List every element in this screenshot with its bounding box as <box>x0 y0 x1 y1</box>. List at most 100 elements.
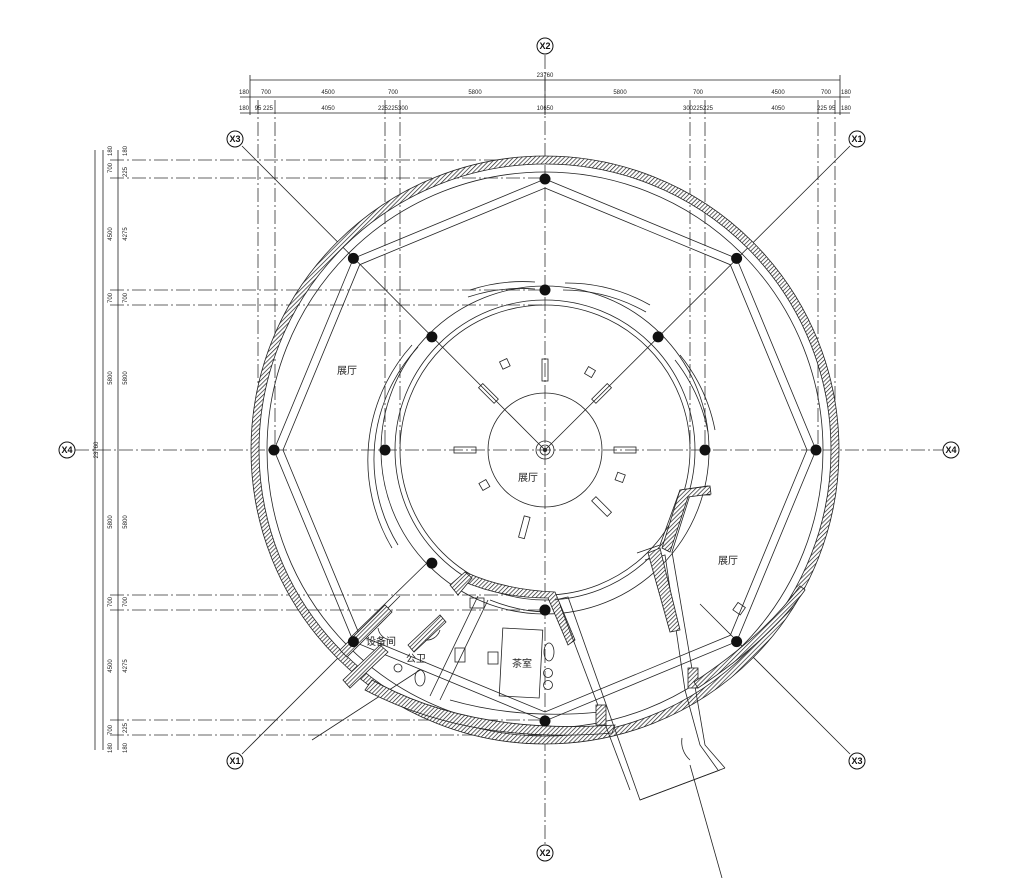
dim-label: 4050 <box>771 106 785 112</box>
dim-overall-height: 23760 <box>94 441 100 458</box>
svg-text:X3: X3 <box>229 134 240 144</box>
central-platform <box>487 392 603 508</box>
column <box>268 444 280 456</box>
column <box>347 252 359 264</box>
room-label-tea: 茶室 <box>512 657 532 670</box>
dim-label: 700 <box>108 724 114 735</box>
inner-octagon-offset <box>282 187 808 713</box>
dim-label: 700 <box>261 90 272 96</box>
dim-label: 225 <box>693 106 704 112</box>
column <box>347 636 359 648</box>
dim-label: 5800 <box>123 371 129 385</box>
entrance-line <box>689 764 723 878</box>
exhibit-object <box>499 358 511 370</box>
dim-label: 180 <box>841 90 852 96</box>
dim-label: 300 <box>398 106 409 112</box>
exhibit-stand <box>591 496 613 518</box>
axis-lines <box>75 55 945 878</box>
door-swing <box>377 627 393 641</box>
room-label-equipment: 设备间 <box>366 635 396 648</box>
column <box>426 557 438 569</box>
entrance-corridor <box>554 485 806 801</box>
column <box>379 444 391 456</box>
svg-text:X2: X2 <box>539 41 550 51</box>
dim-label: 225 <box>123 722 129 733</box>
room-label-hall-west: 展厅 <box>337 365 357 377</box>
columns <box>268 173 822 727</box>
dim-overall-width: 23760 <box>537 73 554 79</box>
dim-label: 225 <box>378 106 389 112</box>
column <box>539 173 551 185</box>
dim-label: 225 <box>388 106 399 112</box>
sink-icon <box>469 597 485 609</box>
dim-label: 95 <box>255 106 262 112</box>
exhibit-object <box>478 478 491 492</box>
dim-label: 180 <box>108 742 114 753</box>
dim-label: 10650 <box>537 106 554 112</box>
dim-label: 4275 <box>123 227 129 241</box>
svg-text:X1: X1 <box>851 134 862 144</box>
dim-label: 4500 <box>771 90 785 96</box>
display-panel <box>469 281 536 291</box>
extension-lines <box>110 100 836 736</box>
display-panel <box>564 282 651 306</box>
exhibit-object <box>583 366 597 379</box>
display-panel <box>679 354 716 431</box>
exhibit-objects <box>453 358 637 540</box>
dim-label: 180 <box>239 106 250 112</box>
column <box>731 636 743 648</box>
dim-label: 180 <box>123 742 129 753</box>
axis-line-x3-se <box>699 603 851 755</box>
exhibit-stand <box>541 358 549 382</box>
column <box>810 444 822 456</box>
axis-bubble-x1-top: X1 <box>848 130 866 148</box>
stool-icon <box>543 680 553 690</box>
column <box>731 252 743 264</box>
exhibit-stand <box>591 382 613 404</box>
axis-bubble-x2-bottom: X2 <box>536 844 554 862</box>
tea-table <box>498 627 544 699</box>
column <box>699 444 711 456</box>
column <box>426 331 438 343</box>
axis-bubble-x2-top: X2 <box>536 37 554 55</box>
exhibit-stand <box>477 382 499 404</box>
dim-label: 225 <box>703 106 714 112</box>
svg-text:X4: X4 <box>945 445 956 455</box>
column <box>539 604 551 616</box>
dim-label: 700 <box>693 90 704 96</box>
svg-text:X1: X1 <box>229 756 240 766</box>
dim-label: 180 <box>239 90 250 96</box>
dim-label: 700 <box>123 292 129 303</box>
dim-label: 300 <box>683 106 694 112</box>
axis-bubble-x4-right: X4 <box>942 441 960 459</box>
dim-label: 700 <box>821 90 832 96</box>
column <box>539 284 551 296</box>
dim-label: 700 <box>108 162 114 173</box>
dim-label: 700 <box>108 292 114 303</box>
dim-label: 180 <box>123 145 129 156</box>
dim-label: 700 <box>388 90 399 96</box>
dim-label: 5800 <box>108 515 114 529</box>
axis-line-x3-nw <box>241 145 546 451</box>
dim-label: 4050 <box>321 106 335 112</box>
exhibit-stand <box>453 446 477 454</box>
stool-icon <box>543 668 553 678</box>
dim-label: 180 <box>841 106 852 112</box>
drain-icon <box>393 663 403 673</box>
dim-label: 700 <box>123 596 129 607</box>
axis-bubble-x3-bottom: X3 <box>848 752 866 770</box>
display-panel <box>373 346 419 546</box>
sofa-icon <box>543 642 555 662</box>
dim-label: 5800 <box>108 371 114 385</box>
room-label-hall-center: 展厅 <box>518 472 538 484</box>
room-label-toilet: 公卫 <box>406 654 426 665</box>
sink-icon <box>454 647 466 663</box>
column <box>652 331 664 343</box>
dim-label: 5800 <box>468 90 482 96</box>
entrance-door-swing <box>681 737 691 761</box>
exhibit-stand <box>613 446 637 454</box>
axis-bubble-x3-top: X3 <box>226 130 244 148</box>
door-swing <box>424 629 441 641</box>
